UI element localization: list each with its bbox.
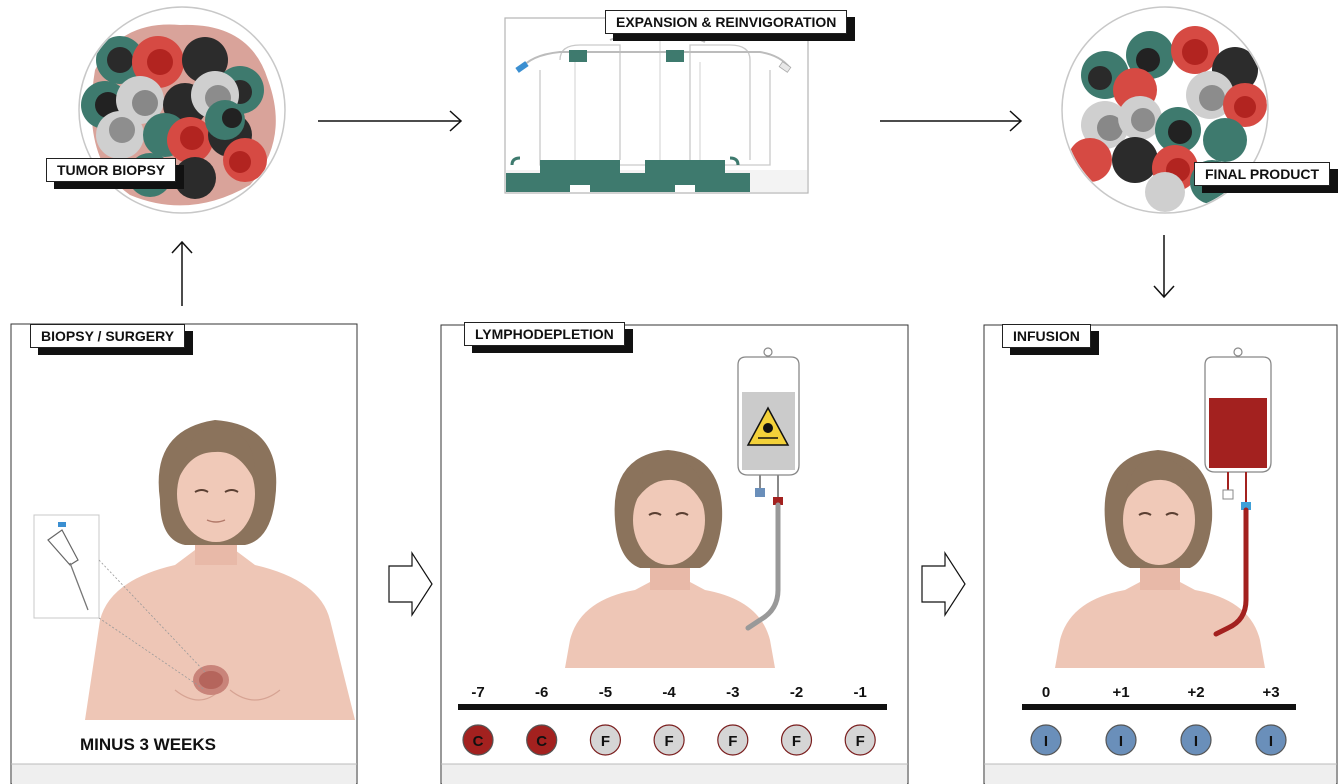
day-label: -7 (471, 684, 484, 701)
arrow-down-icon (1153, 235, 1175, 299)
patient-figure (85, 420, 355, 720)
day-marker-code: F (856, 733, 865, 750)
arrow-up-icon (171, 240, 193, 306)
day-label: 0 (1042, 684, 1050, 701)
block-arrow-icon (388, 550, 433, 618)
day-marker-code: I (1044, 733, 1048, 750)
bioreactor-illustration (504, 17, 809, 194)
day-label: -1 (854, 684, 867, 701)
day-label: -6 (535, 684, 548, 701)
patient-figure (565, 450, 775, 668)
day-marker (717, 724, 749, 756)
lymphodepletion-timeline: -7C -6C -5F -4F -3F -2F -1F (462, 684, 876, 756)
day-marker-code: F (792, 733, 801, 750)
final-product-label: FINAL PRODUCT (1194, 162, 1331, 186)
day-marker-code: F (601, 733, 610, 750)
day-marker (653, 724, 685, 756)
day-marker-code: I (1119, 733, 1123, 750)
infusion-label: INFUSION (1002, 324, 1091, 348)
day-marker (1255, 724, 1287, 756)
day-label: +3 (1262, 684, 1279, 701)
day-label: -4 (662, 684, 676, 701)
day-marker (462, 724, 494, 756)
panel-biopsy-surgery (10, 323, 358, 784)
day-marker-code: C (536, 733, 547, 750)
day-marker (1105, 724, 1137, 756)
day-label: +2 (1187, 684, 1204, 701)
day-marker-code: C (473, 733, 484, 750)
biopsy-needle-inset (33, 514, 206, 691)
block-arrow-icon (921, 550, 966, 618)
day-marker (1030, 724, 1062, 756)
day-marker-code: F (728, 733, 737, 750)
day-marker-code: I (1269, 733, 1273, 750)
day-marker-code: F (665, 733, 674, 750)
day-marker (526, 724, 558, 756)
day-label: -5 (599, 684, 612, 701)
day-label: +1 (1112, 684, 1129, 701)
day-marker (589, 724, 622, 756)
iv-bag-cells (1204, 347, 1272, 637)
infusion-timeline: 0I +1I +2I +3I (1030, 684, 1287, 756)
panel-infusion: 0I +1I +2I +3I (983, 324, 1338, 784)
panel-lymphodepletion: -7C -6C -5F -4F -3F -2F -1F (440, 324, 909, 784)
tumor-biopsy-label: TUMOR BIOPSY (46, 158, 177, 182)
lymphodepletion-label: LYMPHODEPLETION (464, 322, 625, 346)
day-label: -2 (790, 684, 803, 701)
arrow-right-icon (880, 110, 1023, 132)
day-marker-code: I (1194, 733, 1198, 750)
patient-figure (1055, 450, 1265, 668)
day-marker (780, 724, 813, 756)
cells-left (81, 36, 267, 199)
arrow-right-icon (318, 110, 463, 132)
day-label: -3 (726, 684, 739, 701)
biopsy-surgery-label: BIOPSY / SURGERY (30, 324, 186, 348)
day-marker (844, 724, 876, 756)
minus-weeks-caption: MINUS 3 WEEKS (80, 735, 217, 754)
expansion-label: EXPANSION & REINVIGORATION (605, 10, 848, 34)
day-marker (1180, 724, 1212, 756)
iv-bag-toxic (737, 347, 800, 631)
tumor-biopsy-illustration (78, 6, 286, 214)
flow-arrows (171, 110, 1175, 618)
